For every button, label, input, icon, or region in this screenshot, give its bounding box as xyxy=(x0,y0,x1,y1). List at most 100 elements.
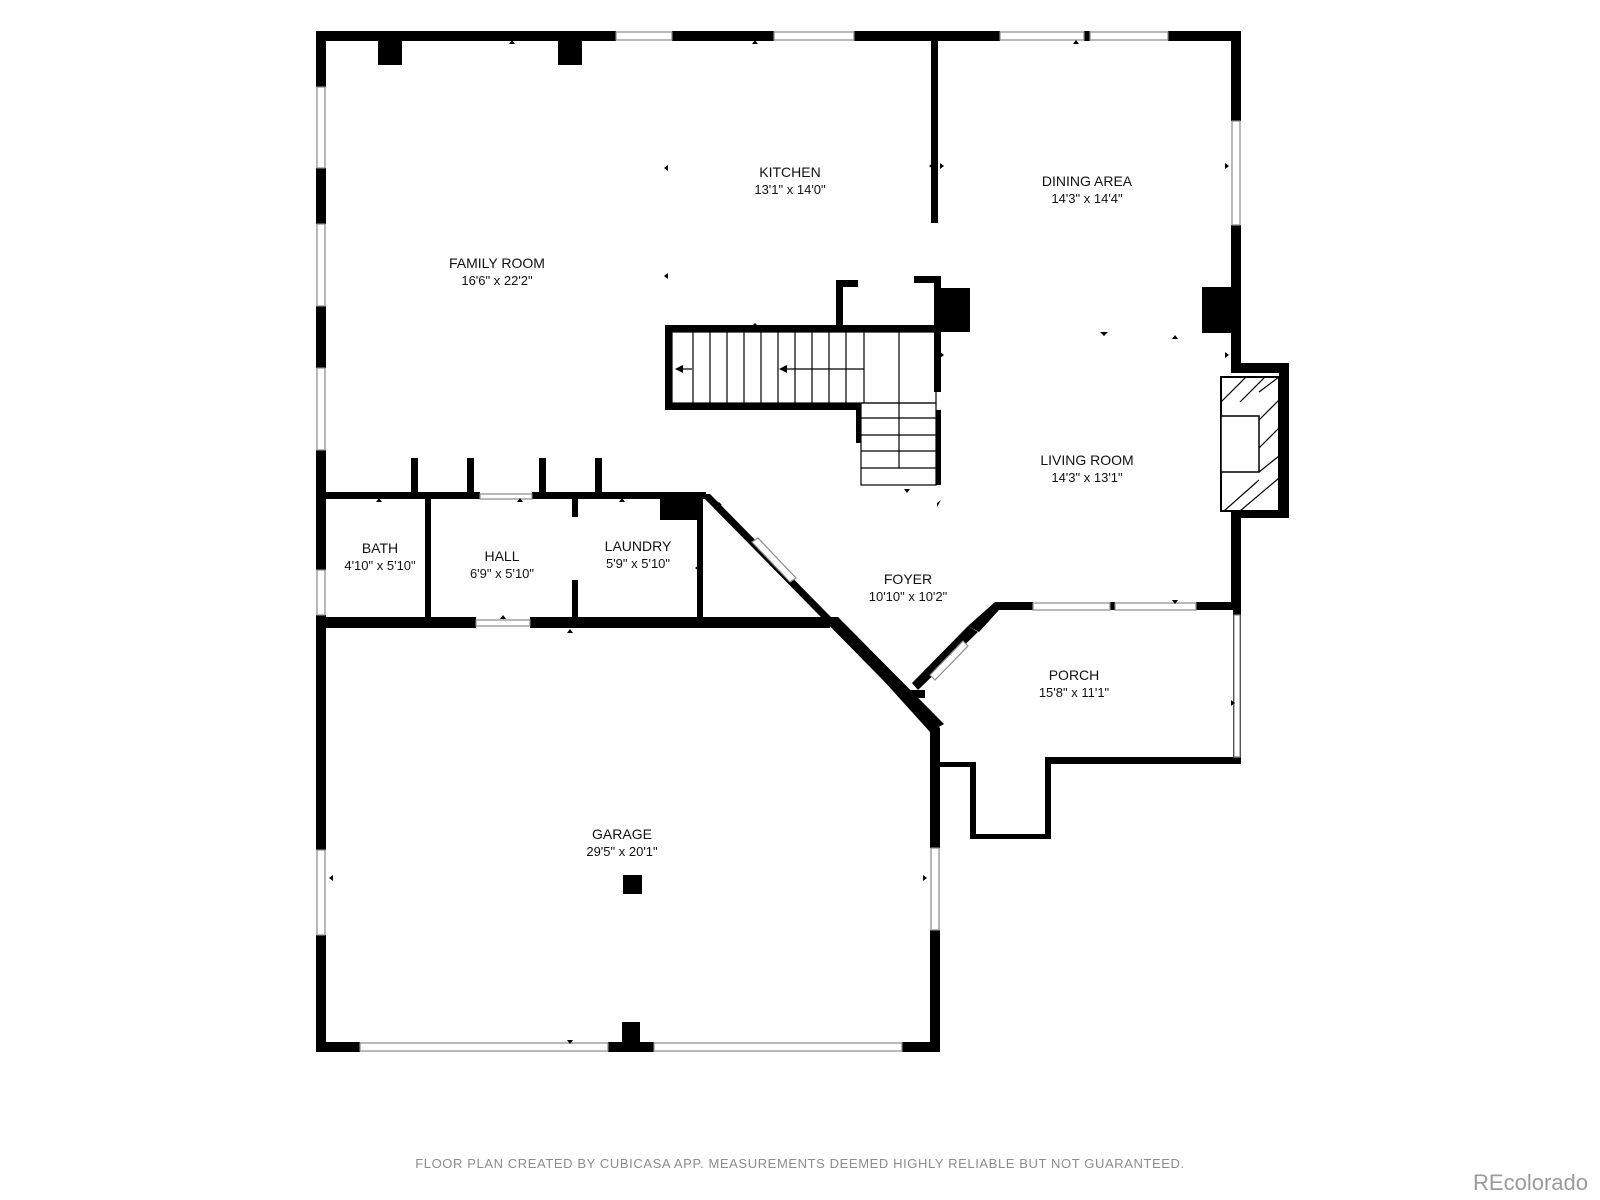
wall-entry-diag xyxy=(912,626,978,690)
wall-porch-corner xyxy=(968,602,1033,632)
room-name-family-room: FAMILY ROOM xyxy=(449,255,545,271)
opening-top xyxy=(615,31,673,41)
wall-kitchen-dining xyxy=(931,41,938,223)
pillar-top-1 xyxy=(378,31,402,65)
glass-foyer-diagonal xyxy=(751,537,797,583)
window-left-3 xyxy=(316,367,326,451)
room-name-garage: GARAGE xyxy=(592,826,652,842)
pillar-garage-bottom xyxy=(622,1022,640,1046)
wall-porch-step-top xyxy=(940,762,976,767)
pillar-mid xyxy=(934,288,970,332)
room-name-foyer: FOYER xyxy=(884,571,932,587)
pillar-laundry xyxy=(660,492,700,520)
room-size-laundry: 5'9" x 5'10" xyxy=(606,556,670,571)
garage-door-1 xyxy=(359,1042,609,1052)
window-garage-left xyxy=(316,849,326,936)
wall-top-left xyxy=(316,31,616,41)
wall-mid-stub-h xyxy=(914,276,938,283)
wall-top-mid xyxy=(672,31,774,41)
wall-garage-top-2 xyxy=(530,617,830,628)
fireplace xyxy=(1220,376,1280,512)
wall-porch-top-right xyxy=(1196,602,1241,610)
opening-hall-bottom xyxy=(475,619,531,627)
room-size-living-room: 14'3" x 13'1" xyxy=(1051,470,1123,485)
wall-left-2 xyxy=(316,168,326,224)
room-size-foyer: 10'10" x 10'2" xyxy=(869,589,948,604)
wall-hall-laundry-a xyxy=(572,499,578,517)
porch-rail-right xyxy=(1233,614,1241,758)
wall-hall-laundry-b xyxy=(572,580,578,617)
wall-garage-right-1 xyxy=(930,728,940,848)
fireplace-bottom xyxy=(1231,508,1289,518)
room-name-living-room: LIVING ROOM xyxy=(1040,452,1133,468)
wall-util-top-2 xyxy=(532,492,700,499)
opening-hall-top xyxy=(479,493,533,500)
window-left-1 xyxy=(316,86,326,169)
wall-stair-right xyxy=(934,330,941,392)
window-porch-2 xyxy=(1114,602,1197,611)
window-garage-right xyxy=(930,847,940,931)
wall-stair-left xyxy=(665,325,672,410)
wall-garage-top-1 xyxy=(316,617,476,628)
wall-diagonal-garage xyxy=(826,617,944,732)
wall-top-right-c xyxy=(1168,31,1236,41)
wall-porch-step-bottom xyxy=(970,834,1051,839)
garage-column xyxy=(623,875,642,894)
glass-entry-diagonal xyxy=(929,640,969,681)
wall-right-1 xyxy=(1231,31,1241,121)
fireplace-firebox xyxy=(1220,415,1260,473)
wall-stair-lower xyxy=(856,403,861,443)
room-size-garage: 29'5" x 20'1" xyxy=(586,844,658,859)
wall-laundry-right xyxy=(697,499,703,617)
wall-stair-top xyxy=(665,325,938,332)
room-name-porch: PORCH xyxy=(1049,667,1100,683)
floor-plan-disclaimer: FLOOR PLAN CREATED BY CUBICASA APP. MEAS… xyxy=(415,1156,1185,1171)
wall-porch-bottom xyxy=(1045,757,1241,764)
room-size-porch: 15'8" x 11'1" xyxy=(1039,685,1110,700)
stud-2 xyxy=(467,458,474,494)
room-name-dining-area: DINING AREA xyxy=(1042,173,1133,189)
wall-entry-stub xyxy=(905,690,925,698)
window-dining-top-2 xyxy=(1089,31,1169,41)
stair-arrow-2 xyxy=(779,365,787,373)
room-size-bath: 4'10" x 5'10" xyxy=(344,558,416,573)
wall-right-3 xyxy=(1231,508,1241,610)
fireplace-right xyxy=(1279,363,1289,518)
windows xyxy=(316,31,1241,1052)
wall-bath-hall xyxy=(425,499,431,617)
room-labels: KITCHEN 13'1" x 14'0" DINING AREA 14'3" … xyxy=(344,164,1133,859)
wall-garage-bottom-2 xyxy=(608,1042,654,1052)
wall-porch-step-right xyxy=(1045,757,1051,839)
wall-stair-right-2 xyxy=(936,410,941,485)
wall-garage-bottom-1 xyxy=(316,1042,360,1052)
wall-garage-bottom-3 xyxy=(902,1042,940,1052)
garage-door-2 xyxy=(653,1042,903,1052)
wall-left-5 xyxy=(316,615,326,850)
room-name-kitchen: KITCHEN xyxy=(759,164,820,180)
wall-stair-stub-h xyxy=(836,280,858,287)
diagonal-glass xyxy=(751,537,969,681)
window-left-2 xyxy=(316,223,326,307)
tick-marks xyxy=(329,40,1235,1044)
room-name-hall: HALL xyxy=(484,548,519,564)
wall-garage-right-2 xyxy=(930,930,940,1052)
wall-left-3 xyxy=(316,306,326,368)
window-kitchen-top xyxy=(773,31,855,41)
brand-logo: REcolorado xyxy=(1473,1170,1588,1195)
staircase xyxy=(671,331,937,486)
stud-1 xyxy=(411,458,418,494)
window-dining-right xyxy=(1231,120,1241,226)
wall-stair-bottom xyxy=(665,403,860,410)
wall-porch-mid xyxy=(1110,602,1115,610)
wall-left-1 xyxy=(316,31,326,87)
wall-left-4 xyxy=(316,450,326,570)
stud-4 xyxy=(595,458,602,494)
wall-porch-step-left xyxy=(970,762,976,839)
wall-stair-stub xyxy=(836,280,843,330)
pillar-right xyxy=(1202,287,1236,333)
room-size-hall: 6'9" x 5'10" xyxy=(470,566,534,581)
pillar-top-2 xyxy=(558,31,582,65)
wall-top-right-a xyxy=(854,31,1000,41)
